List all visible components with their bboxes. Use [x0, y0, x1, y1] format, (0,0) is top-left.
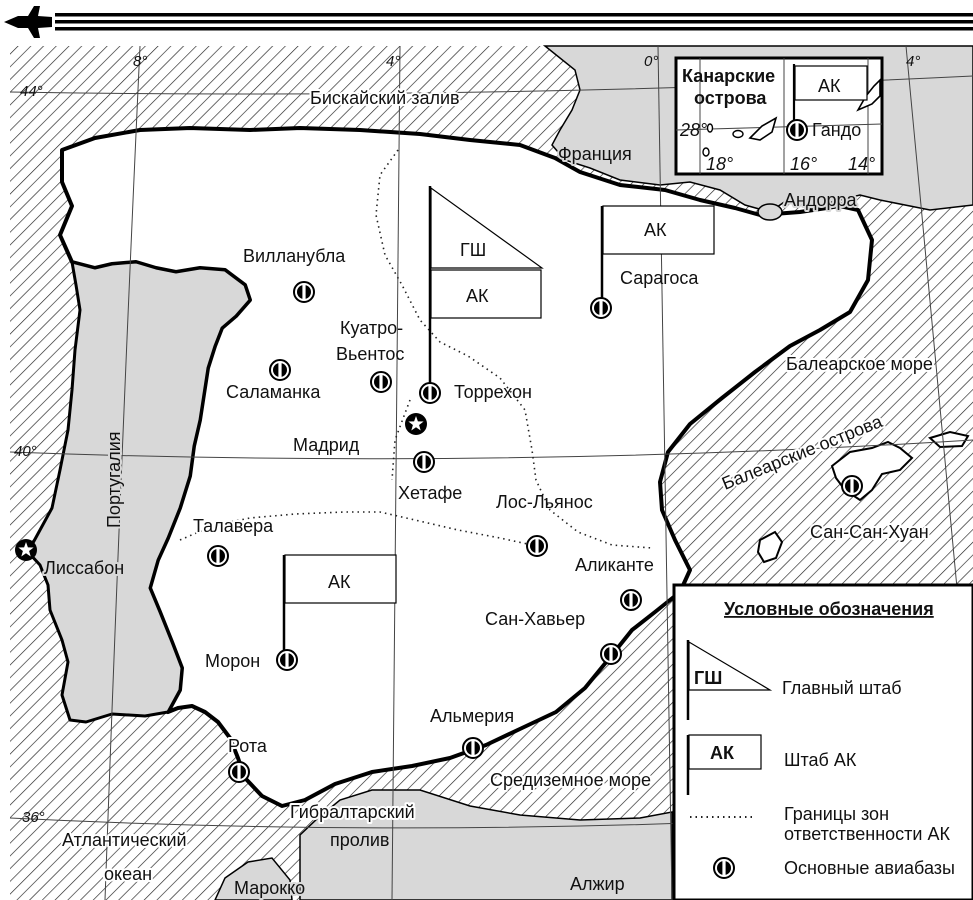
grid-lon-4w: 4° [386, 53, 400, 70]
andorra [757, 203, 783, 221]
flag-text-zaragoza-ak: АК [644, 220, 667, 240]
label-atlantic-1: Атлантический [62, 830, 187, 850]
label-balearic-sea: Балеарское море [786, 354, 933, 374]
grid-lon-8: 8° [133, 53, 147, 70]
airbase-icon [419, 382, 441, 404]
grid-lat-44: 44° [20, 83, 43, 100]
portugal [26, 260, 252, 724]
star-icon [405, 413, 427, 435]
label-gibraltar-1: Гибралтарский [290, 802, 415, 822]
legend-airbases: Основные авиабазы [784, 858, 955, 878]
legend-main-hq: Главный штаб [782, 678, 902, 698]
place-torrejon: Торрехон [454, 382, 532, 402]
legend-zone-2: ответственности АК [784, 824, 950, 844]
place-madrid: Мадрид [293, 435, 360, 455]
airbase-icon [413, 451, 435, 473]
grid-lat-40: 40° [14, 443, 37, 460]
airbase-icon [462, 737, 484, 759]
place-zaragoza: Сарагоса [620, 268, 699, 288]
place-cuatro-vientos-1: Куатро- [340, 318, 403, 338]
legend-ak-hq: Штаб АК [784, 750, 857, 770]
flag-text-madrid-ak: АК [466, 286, 489, 306]
place-talavera: Талавера [193, 516, 274, 536]
airbase-icon [526, 535, 548, 557]
place-rota: Рота [228, 736, 268, 756]
place-salamanca: Саламанка [226, 382, 321, 402]
place-lisbon: Лиссабон [44, 558, 124, 578]
inset-ak-flag [792, 64, 868, 124]
inset-lon-18: 18° [706, 154, 733, 174]
airbase-icon [293, 281, 315, 303]
label-france: Франция [558, 144, 632, 164]
madrid-flag [428, 186, 544, 390]
jet-icon [4, 6, 52, 38]
airbase-icon [786, 119, 808, 141]
label-atlantic-2: океан [104, 864, 152, 884]
place-son-san-juan: Сан-Сан-Хуан [810, 522, 929, 542]
canary-inset [674, 56, 884, 176]
place-los-llanos: Лос-Льянос [496, 492, 593, 512]
zone-boundaries [179, 149, 653, 549]
place-san-javier: Сан-Хавьер [485, 609, 585, 629]
legend-flag-ak-text: АК [710, 743, 735, 763]
grid-lat-36: 36° [22, 809, 45, 826]
label-morocco: Марокко [234, 878, 305, 898]
label-portugal: Португалия [104, 432, 124, 529]
place-getafe: Хетафе [398, 483, 462, 503]
label-mediterranean: Средиземное море [490, 770, 651, 790]
label-andorra: Андорра [784, 190, 857, 210]
airbase-icon [207, 545, 229, 567]
inset-lon-14: 14° [848, 154, 875, 174]
place-villanubla: Вилланубла [243, 246, 346, 266]
grid-lon-4e: 4° [906, 53, 920, 70]
airbase-icon [620, 589, 642, 611]
flag-text-south-ak: АК [328, 572, 351, 592]
place-moron: Морон [205, 651, 260, 671]
airbase-icon [600, 643, 622, 665]
label-algeria: Алжир [570, 874, 625, 894]
label-biscay: Бискайский залив [310, 88, 460, 108]
star-icon [15, 539, 37, 561]
inset-title-2: острова [694, 88, 767, 108]
legend-flag-gsh-text: ГШ [694, 668, 722, 688]
label-gibraltar-2: пролив [330, 830, 390, 850]
place-almeria: Альмерия [430, 706, 514, 726]
inset-lon-16: 16° [790, 154, 817, 174]
legend-zone-1: Границы зон [784, 804, 889, 824]
airbase-icon [228, 761, 250, 783]
flag-text-gsh: ГШ [460, 240, 486, 260]
inset-base-gando: Гандо [812, 120, 861, 140]
inset-ak-label: АК [818, 76, 841, 96]
inset-lat-28: 28° [679, 120, 707, 140]
airbase-icon [590, 297, 612, 319]
zaragoza-flag [600, 205, 715, 306]
header-bar [4, 6, 973, 38]
airbase-icon [276, 649, 298, 671]
airbase-icon [713, 857, 735, 879]
place-alicante: Аликанте [575, 555, 654, 575]
inset-title-1: Канарские [682, 66, 775, 86]
grid-lon-0: 0° [644, 53, 658, 70]
legend-box [672, 583, 973, 900]
place-cuatro-vientos-2: Вьентос [336, 344, 404, 364]
legend-title: Условные обозначения [724, 599, 934, 619]
south-flag [282, 554, 397, 658]
airbase-icon [841, 475, 863, 497]
airbase-icon [370, 371, 392, 393]
airbase-icon [269, 359, 291, 381]
